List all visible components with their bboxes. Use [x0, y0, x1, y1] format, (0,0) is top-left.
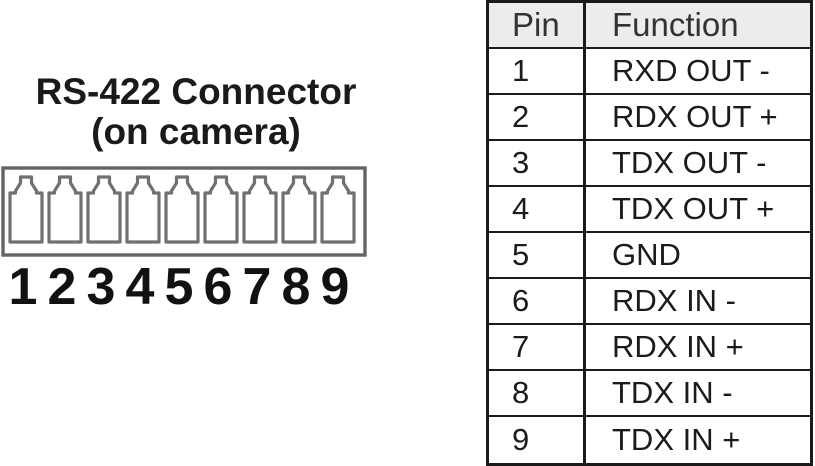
table-header-function: Function	[586, 3, 810, 49]
table-cell-function: RDX IN -	[586, 279, 810, 325]
connector-slot	[47, 175, 83, 244]
table-cell-function: RXD OUT -	[586, 49, 810, 95]
table-cell-pin: 8	[489, 371, 586, 417]
pin-number-label: 7	[243, 258, 272, 316]
connector-diagram: 1 2 3 4 5 6 7 8 9	[1, 166, 367, 316]
pin-number-label: 3	[87, 258, 116, 316]
table-cell-function: TDX OUT +	[586, 187, 810, 233]
connector-slot	[8, 175, 44, 244]
pinout-table: Pin Function 1 RXD OUT - 2 RDX OUT + 3 T…	[486, 0, 813, 466]
table-cell-pin: 4	[489, 187, 586, 233]
table-cell-pin: 7	[489, 325, 586, 371]
table-cell-function: TDX OUT -	[586, 141, 810, 187]
pin-number-label: 9	[321, 258, 350, 316]
connector-slot	[164, 175, 200, 244]
connector-slot	[281, 175, 317, 244]
table-cell-pin: 3	[489, 141, 586, 187]
pin-number-label: 8	[282, 258, 311, 316]
table-cell-function: RDX IN +	[586, 325, 810, 371]
table-cell-pin: 6	[489, 279, 586, 325]
connector-slot	[242, 175, 278, 244]
connector-slot	[320, 175, 356, 244]
table-cell-function: RDX OUT +	[586, 95, 810, 141]
table-cell-function: TDX IN -	[586, 371, 810, 417]
connector-slot	[86, 175, 122, 244]
table-cell-function: GND	[586, 233, 810, 279]
table-cell-pin: 5	[489, 233, 586, 279]
diagram-title: RS-422 Connector (on camera)	[0, 72, 392, 152]
table-cell-pin: 2	[489, 95, 586, 141]
diagram-title-line2: (on camera)	[91, 111, 301, 152]
diagram-title-line1: RS-422 Connector	[35, 71, 357, 112]
pin-number-label: 2	[48, 258, 77, 316]
pin-number-label: 1	[9, 258, 38, 316]
connector-housing	[1, 166, 367, 257]
table-cell-pin: 1	[489, 49, 586, 95]
connector-slot	[125, 175, 161, 244]
pin-number-label: 4	[126, 258, 155, 316]
pin-number-label: 5	[165, 258, 194, 316]
connector-slot	[203, 175, 239, 244]
table-cell-function: TDX IN +	[612, 422, 741, 457]
table-header-pin: Pin	[489, 3, 586, 49]
pin-number-label: 6	[204, 258, 233, 316]
table-cell-pin: 9	[489, 417, 586, 463]
